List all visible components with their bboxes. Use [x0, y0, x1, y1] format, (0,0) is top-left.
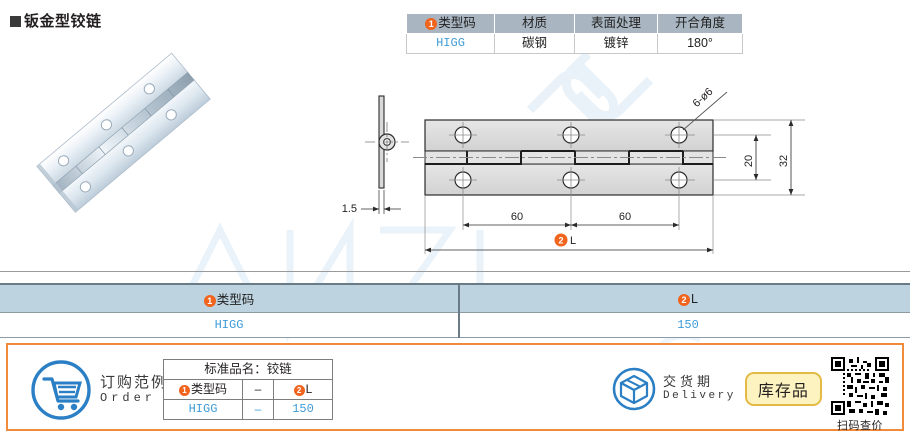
index-badge-1: 1 — [203, 295, 216, 307]
index-badge-1: 1 — [425, 18, 438, 30]
order-label-cn: 订购范例 — [100, 374, 169, 392]
delivery-label-cn: 交货期 — [663, 374, 715, 390]
order-label-en: Order — [100, 390, 157, 405]
product-photo — [22, 52, 222, 217]
delivery-group: 交货期 Delivery 库存品 — [612, 367, 822, 411]
band-value-length: 150 — [459, 312, 910, 338]
spec-value-code: HIGG — [406, 33, 495, 54]
dim-hole-callout: 6-ø6 — [691, 86, 716, 110]
spec-value-surface: 镀锌 — [574, 33, 658, 54]
qr-code-caption: 扫码查价 — [837, 420, 883, 432]
dim-outer-height: 32 — [778, 155, 790, 167]
spec-table-row: HIGG 碳钢 镀锌 180° — [406, 33, 743, 54]
spec-col-material: 材质 — [494, 13, 575, 34]
spec-col-code-label: 类型码 — [438, 16, 476, 30]
shopping-cart-icon — [30, 359, 92, 421]
horizontal-dims: 60 60 2 L — [424, 193, 714, 254]
dim-pitch-2: 60 — [619, 211, 631, 223]
index-badge-2: 2 — [558, 235, 563, 245]
dim-inner-height: 20 — [743, 155, 755, 167]
band-col-length-label: L — [691, 291, 698, 306]
qr-code-icon[interactable] — [831, 357, 889, 415]
order-table-title-row: 标准品名：铰链 — [163, 359, 333, 380]
dim-overall-length-label: L — [570, 235, 576, 247]
order-value-separator: – — [242, 399, 274, 420]
order-col-separator: – — [242, 379, 274, 400]
spec-col-surface: 表面处理 — [574, 13, 658, 34]
index-badge-2-circle — [554, 233, 568, 247]
page-title: 钣金型铰链 — [10, 10, 102, 31]
band-data-row: HIGG 150 — [0, 312, 910, 338]
black-square-icon — [10, 16, 21, 27]
delivery-label-text: 交货期 Delivery — [663, 374, 736, 403]
order-label-group: 订购范例 Order — [30, 359, 168, 421]
order-value-length: 150 — [273, 399, 333, 420]
index-badge-2: 2 — [293, 385, 305, 396]
spec-value-material: 碳钢 — [494, 33, 575, 54]
page-title-text: 钣金型铰链 — [24, 13, 102, 30]
index-badge-1: 1 — [178, 385, 190, 396]
vertical-dims: 20 32 — [713, 119, 805, 196]
order-table-title: 标准品名：铰链 — [163, 359, 333, 380]
dim-thickness: 1.5 — [342, 203, 357, 215]
front-view: 6-ø6 — [413, 86, 728, 196]
technical-drawing: 1.5 — [335, 78, 895, 258]
package-box-icon — [612, 367, 656, 411]
order-col-length-label: L — [305, 382, 313, 396]
dim-pitch-1: 60 — [511, 211, 523, 223]
spec-col-angle: 开合角度 — [657, 13, 743, 34]
qr-code-group[interactable]: 扫码查价 — [826, 357, 894, 433]
order-value-code: HIGG — [163, 399, 243, 420]
order-table-value-row: HIGG – 150 — [163, 399, 333, 420]
spec-value-angle: 180° — [657, 33, 743, 54]
stock-status-badge: 库存品 — [744, 372, 822, 406]
delivery-label-en: Delivery — [663, 390, 736, 403]
band-col-code-label: 类型码 — [216, 293, 255, 307]
order-col-code-label: 类型码 — [190, 382, 227, 396]
side-view: 1.5 — [342, 95, 409, 215]
main-panel: 钣金型铰链 — [0, 10, 910, 272]
index-badge-2: 2 — [678, 293, 691, 306]
band-value-code: HIGG — [0, 312, 460, 338]
order-label-text: 订购范例 Order — [100, 374, 168, 405]
